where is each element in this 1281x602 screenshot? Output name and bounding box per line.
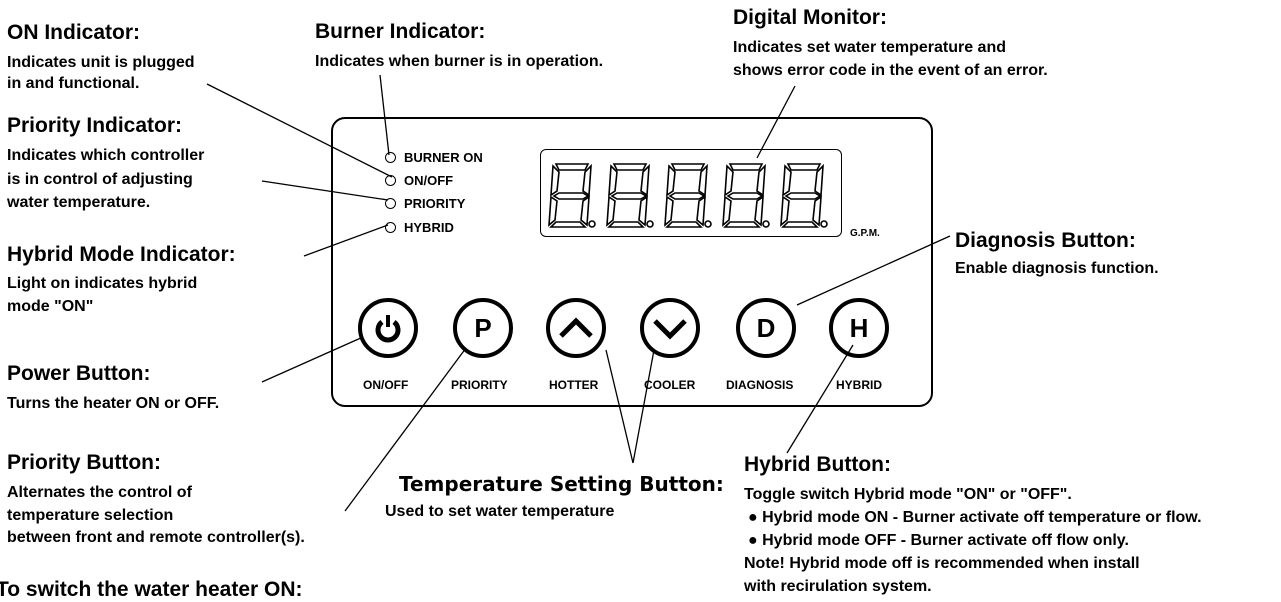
indicator-on-off: ON/OFF xyxy=(385,173,453,188)
power-button-label: ON/OFF xyxy=(363,378,409,392)
hybrid-mode-indicator-desc-1: Light on indicates hybrid xyxy=(7,275,198,292)
burner-indicator-desc: Indicates when burner is in operation. xyxy=(315,53,604,70)
hybrid-note-1: Note! Hybrid mode off is recommended whe… xyxy=(744,555,1140,572)
power-button[interactable] xyxy=(358,298,418,358)
cooler-button-label: COOLER xyxy=(644,378,696,392)
priority-button[interactable]: P xyxy=(453,298,513,358)
priority-button-desc-2: temperature selection xyxy=(7,507,174,524)
power-icon xyxy=(375,315,401,343)
led-icon xyxy=(385,222,396,233)
indicator-priority: PRIORITY xyxy=(385,196,465,211)
burner-indicator-title: Burner Indicator: xyxy=(315,20,486,43)
hybrid-button-title: Hybrid Button: xyxy=(744,453,891,476)
control-panel xyxy=(331,117,933,407)
cooler-button[interactable] xyxy=(640,298,700,358)
hybrid-button-desc: Toggle switch Hybrid mode "ON" or "OFF". xyxy=(744,486,1072,503)
priority-indicator-desc-3: water temperature. xyxy=(7,194,151,211)
led-icon xyxy=(385,198,396,209)
diagnosis-button-title: Diagnosis Button: xyxy=(955,229,1136,252)
priority-button-desc-1: Alternates the control of xyxy=(7,484,192,501)
digital-monitor-desc-1: Indicates set water temperature and xyxy=(733,39,1006,56)
indicator-burner-on: BURNER ON xyxy=(385,150,483,165)
digital-monitor-desc-2: shows error code in the event of an erro… xyxy=(733,62,1048,79)
priority-indicator-desc-2: is in control of adjusting xyxy=(7,171,193,188)
temperature-button-desc: Used to set water temperature xyxy=(385,503,615,520)
on-indicator-title: ON Indicator: xyxy=(7,21,141,44)
chevron-down-icon xyxy=(653,319,687,340)
diagnosis-button-label: DIAGNOSIS xyxy=(726,378,794,392)
led-icon xyxy=(385,152,396,163)
chevron-up-icon xyxy=(559,317,593,338)
hybrid-bullet-off: ● Hybrid mode OFF - Burner activate off … xyxy=(748,532,1129,549)
on-indicator-desc-1: Indicates unit is plugged xyxy=(7,54,195,71)
on-indicator-desc-2: in and functional. xyxy=(7,75,140,92)
power-button-desc: Turns the heater ON or OFF. xyxy=(7,395,220,412)
digital-monitor-display xyxy=(540,149,842,237)
priority-indicator-title: Priority Indicator: xyxy=(7,114,183,137)
display-unit: G.P.M. xyxy=(850,228,880,239)
indicator-hybrid: HYBRID xyxy=(385,220,454,235)
hybrid-mode-indicator-desc-2: mode "ON" xyxy=(7,298,94,315)
hybrid-mode-indicator-title: Hybrid Mode Indicator: xyxy=(7,243,236,266)
footer-heading: To switch the water heater ON: xyxy=(0,578,303,601)
priority-indicator-desc-1: Indicates which controller xyxy=(7,147,205,164)
priority-button-desc-3: between front and remote controller(s). xyxy=(7,529,305,546)
bullet-icon: ● xyxy=(748,509,763,526)
hybrid-button-label: HYBRID xyxy=(836,378,883,392)
digital-monitor-title: Digital Monitor: xyxy=(733,6,887,29)
priority-button-label: PRIORITY xyxy=(451,378,508,392)
hybrid-bullet-on: ● Hybrid mode ON - Burner activate off t… xyxy=(748,509,1202,526)
led-icon xyxy=(385,175,396,186)
hotter-button-label: HOTTER xyxy=(549,378,599,392)
diagnosis-button[interactable]: D xyxy=(736,298,796,358)
hotter-button[interactable] xyxy=(546,298,606,358)
temperature-button-title: Temperature Setting Button: xyxy=(399,472,724,496)
priority-button-title: Priority Button: xyxy=(7,451,161,474)
power-button-title: Power Button: xyxy=(7,362,151,385)
diagnosis-button-desc: Enable diagnosis function. xyxy=(955,260,1159,277)
bullet-icon: ● xyxy=(748,532,763,549)
hybrid-note-2: with recirulation system. xyxy=(744,578,932,595)
hybrid-button[interactable]: H xyxy=(829,298,889,358)
seven-segment-digits-icon xyxy=(548,163,828,228)
